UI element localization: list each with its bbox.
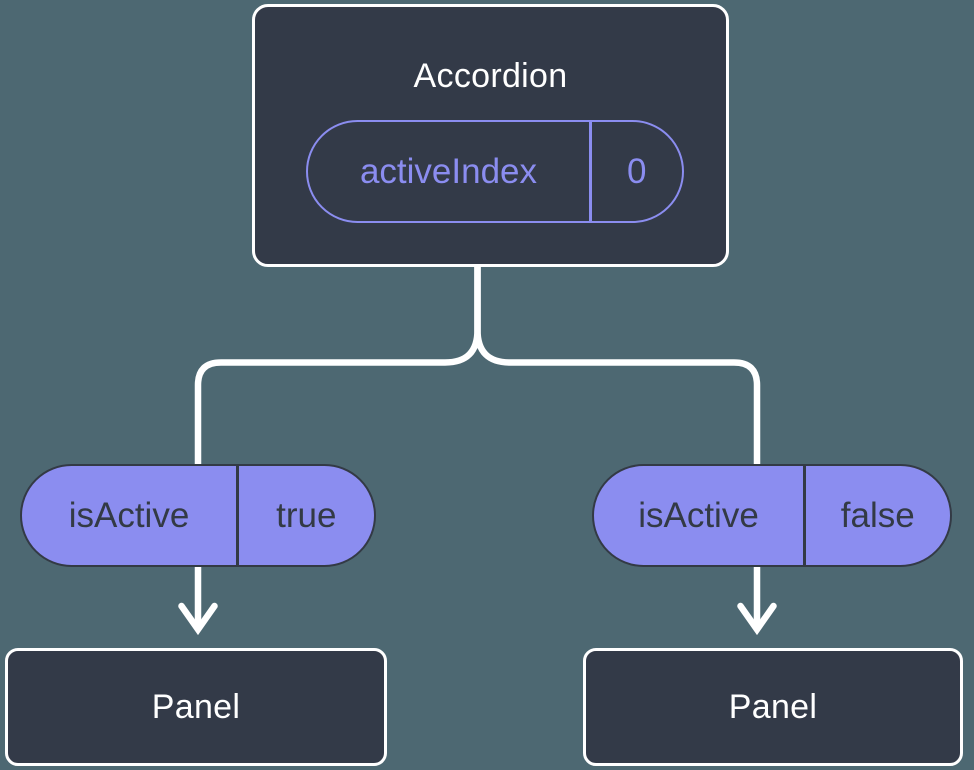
prop-pill-name: isActive xyxy=(68,496,190,535)
panel-node-right: Panel xyxy=(583,648,963,766)
panel-label: Panel xyxy=(728,687,818,726)
branch-left-line xyxy=(194,264,481,468)
state-pill: activeIndex 0 xyxy=(306,120,684,223)
panel-label: Panel xyxy=(151,687,241,726)
prop-pill-is-active-false: isActive false xyxy=(592,464,952,567)
arrow-right-head-icon xyxy=(737,602,777,636)
arrow-left-head-icon xyxy=(178,602,218,636)
branch-right-line xyxy=(474,264,761,468)
prop-pill-value: true xyxy=(276,496,337,535)
panel-node-left: Panel xyxy=(5,648,387,766)
prop-pill-divider xyxy=(803,466,806,565)
state-pill-name: activeIndex xyxy=(359,152,538,191)
state-pill-divider xyxy=(589,122,592,221)
root-node-accordion: Accordion activeIndex 0 xyxy=(252,4,729,267)
prop-pill-is-active-true: isActive true xyxy=(20,464,376,567)
prop-pill-value: false xyxy=(840,496,915,535)
state-pill-value: 0 xyxy=(627,152,647,191)
root-node-label: Accordion xyxy=(413,56,568,95)
prop-pill-name: isActive xyxy=(638,496,759,535)
prop-pill-divider xyxy=(236,466,239,565)
